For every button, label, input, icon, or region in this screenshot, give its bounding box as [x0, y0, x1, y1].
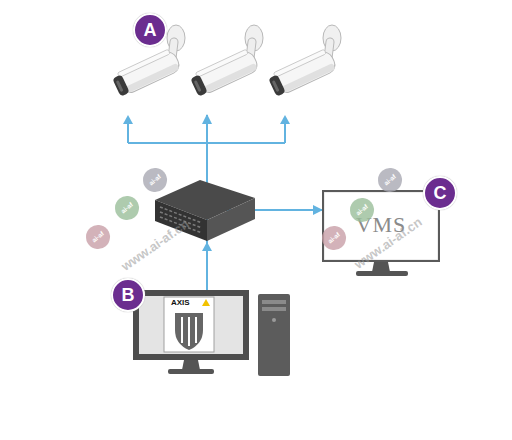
software-name: VMS [324, 212, 438, 238]
bullet-camera [267, 25, 341, 98]
branch-line [128, 123, 285, 143]
switch-ports [160, 207, 202, 233]
logo-triangle [202, 299, 210, 306]
software-window [164, 297, 214, 352]
switch-top [155, 180, 255, 220]
network-link [206, 115, 208, 290]
monitor-base [356, 271, 408, 276]
watermark: ai-af [138, 163, 172, 197]
watermark: www.ai-af.cn [118, 216, 191, 274]
vms-monitor: VMSC [322, 190, 440, 262]
arrow-head [280, 115, 290, 124]
drive-bay [262, 307, 286, 311]
drive-bay [262, 300, 286, 304]
workstation-monitor: AXISB [133, 290, 249, 360]
watermark: ai-af [81, 220, 115, 254]
workstation-screen [139, 296, 243, 354]
watermark: ai-af [110, 191, 144, 225]
shield-icon [175, 313, 203, 350]
callout-letter: A [133, 13, 167, 47]
callout-letter: C [423, 176, 457, 210]
arrow-head [202, 242, 212, 251]
vms-screen [324, 192, 438, 260]
switch-side [207, 198, 255, 241]
pc-tower [258, 294, 290, 376]
arrow-head [123, 115, 133, 124]
switch-front [155, 200, 207, 241]
power-button [272, 318, 276, 322]
monitor-stand [182, 360, 200, 370]
camera-group: A [105, 8, 350, 115]
monitor-base [168, 369, 214, 374]
bullet-camera [189, 25, 263, 98]
network-link [207, 210, 322, 290]
monitor-stand [372, 262, 390, 272]
callout-letter: B [111, 278, 145, 312]
brand-logo: AXIS [171, 298, 190, 307]
shield-stripes [182, 317, 196, 346]
